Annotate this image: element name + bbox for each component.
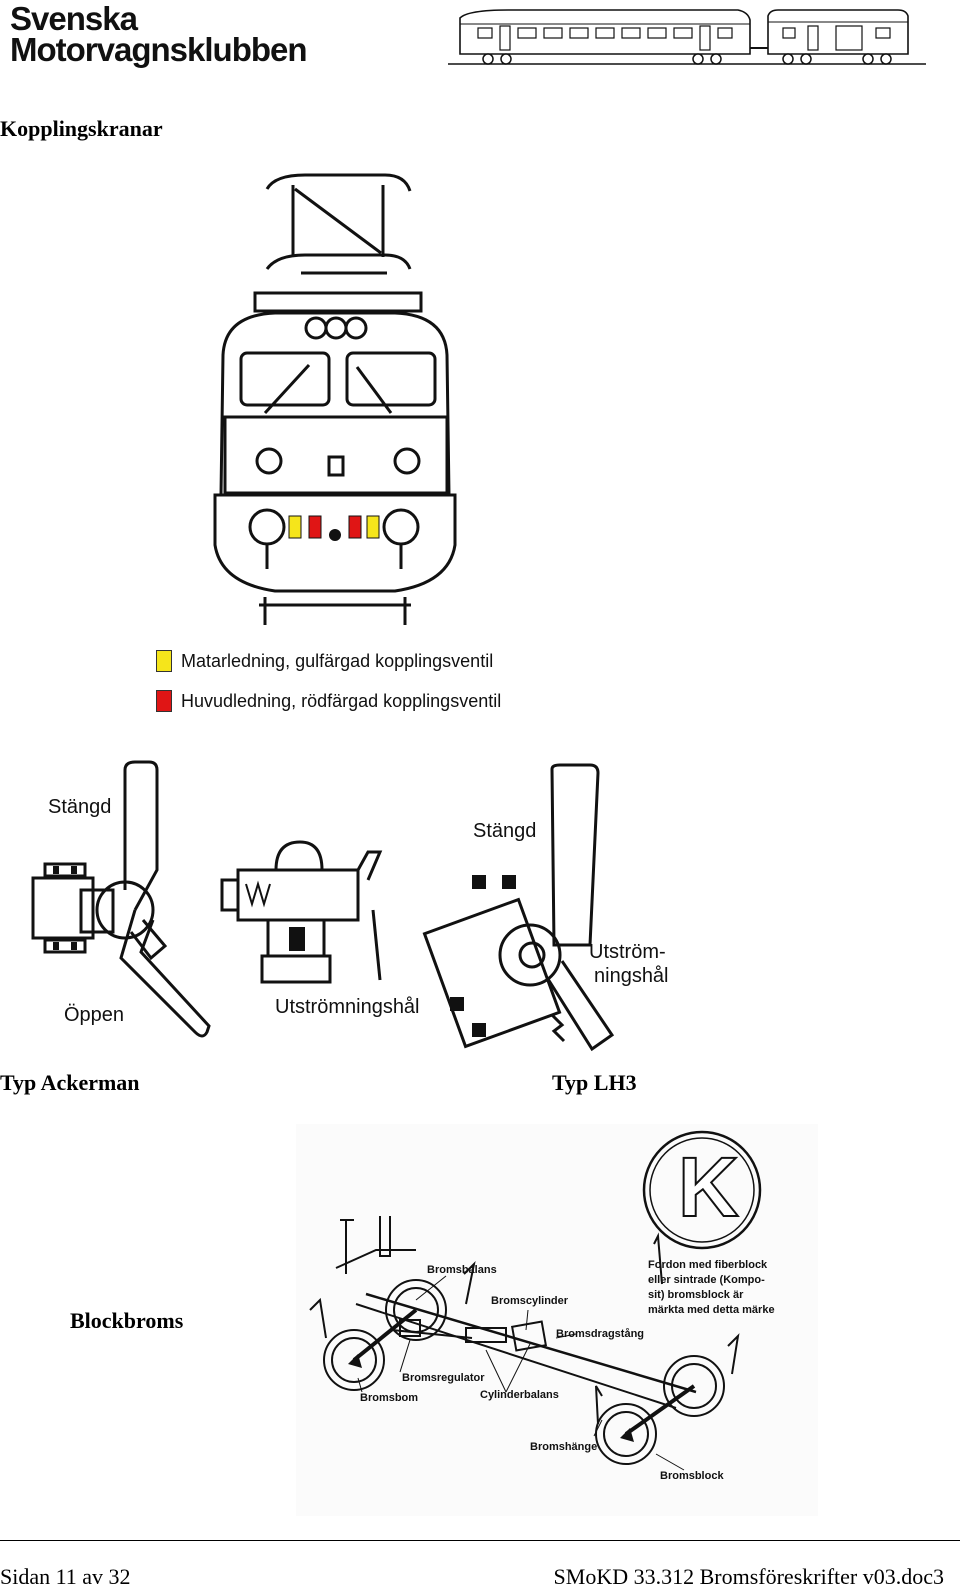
legend-yellow-label: Matarledning, gulfärgad kopplingsventil	[181, 651, 494, 671]
page-title: Kopplingskranar	[0, 116, 163, 141]
brake-diagram-panel	[296, 1124, 818, 1516]
legend-red-label: Huvudledning, rödfärgad kopplingsventil	[181, 691, 502, 711]
k-note-line-3: sit) bromsblock är	[648, 1289, 744, 1301]
locomotive-front-diagram	[213, 173, 457, 625]
label-right-outlet-1: Utström-	[589, 941, 666, 963]
label-bromscylinder: Bromscylinder	[491, 1295, 569, 1307]
label-bromsregulator: Bromsregulator	[402, 1372, 485, 1384]
footer-rule	[0, 1540, 960, 1541]
caption-typ-ackerman: Typ Ackerman	[0, 1070, 140, 1095]
footer-page-number: Sidan 11 av 32	[0, 1564, 131, 1589]
label-bromshange: Bromshänge	[530, 1441, 598, 1453]
label-cylinderbalans: Cylinderbalans	[480, 1389, 559, 1401]
footer-document-ref: SMoKD 33.312 Bromsföreskrifter v03.doc3	[553, 1564, 944, 1589]
k-symbol-letter: K	[677, 1140, 740, 1234]
label-bromsbom: Bromsbom	[360, 1392, 419, 1404]
k-note-line-4: märkta med detta märke	[648, 1304, 775, 1316]
label-left-open: Öppen	[64, 1004, 125, 1026]
label-bromsdragstang: Bromsdragstång	[556, 1328, 645, 1340]
ackerman-valve-section-diagram	[220, 840, 383, 984]
header-train-illustration	[448, 9, 926, 65]
logo-line-2: Motorvagnsklubben	[10, 31, 308, 68]
logo-line-1: Svenska	[10, 0, 138, 37]
ackerman-valve-side-diagram	[31, 760, 211, 1038]
label-bromsbalans: Bromsbalans	[427, 1264, 497, 1276]
label-right-outlet-2: ningshål	[594, 965, 669, 987]
label-middle-outlet: Utströmningshål	[275, 996, 420, 1018]
label-bromsblock: Bromsblock	[660, 1470, 724, 1482]
label-right-closed: Stängd	[473, 820, 537, 842]
k-note-line-1: Fordon med fiberblock	[648, 1259, 768, 1271]
legend-yellow-swatch	[156, 650, 172, 672]
brake-rigging-diagram	[309, 1130, 762, 1471]
lh3-valve-diagram	[422, 763, 615, 1052]
legend-red-swatch	[156, 690, 172, 712]
k-note-line-2: eller sintrade (Kompo-	[648, 1274, 765, 1286]
caption-typ-lh3: Typ LH3	[552, 1070, 637, 1095]
caption-blockbroms: Blockbroms	[70, 1308, 184, 1333]
label-left-closed: Stängd	[48, 796, 112, 818]
